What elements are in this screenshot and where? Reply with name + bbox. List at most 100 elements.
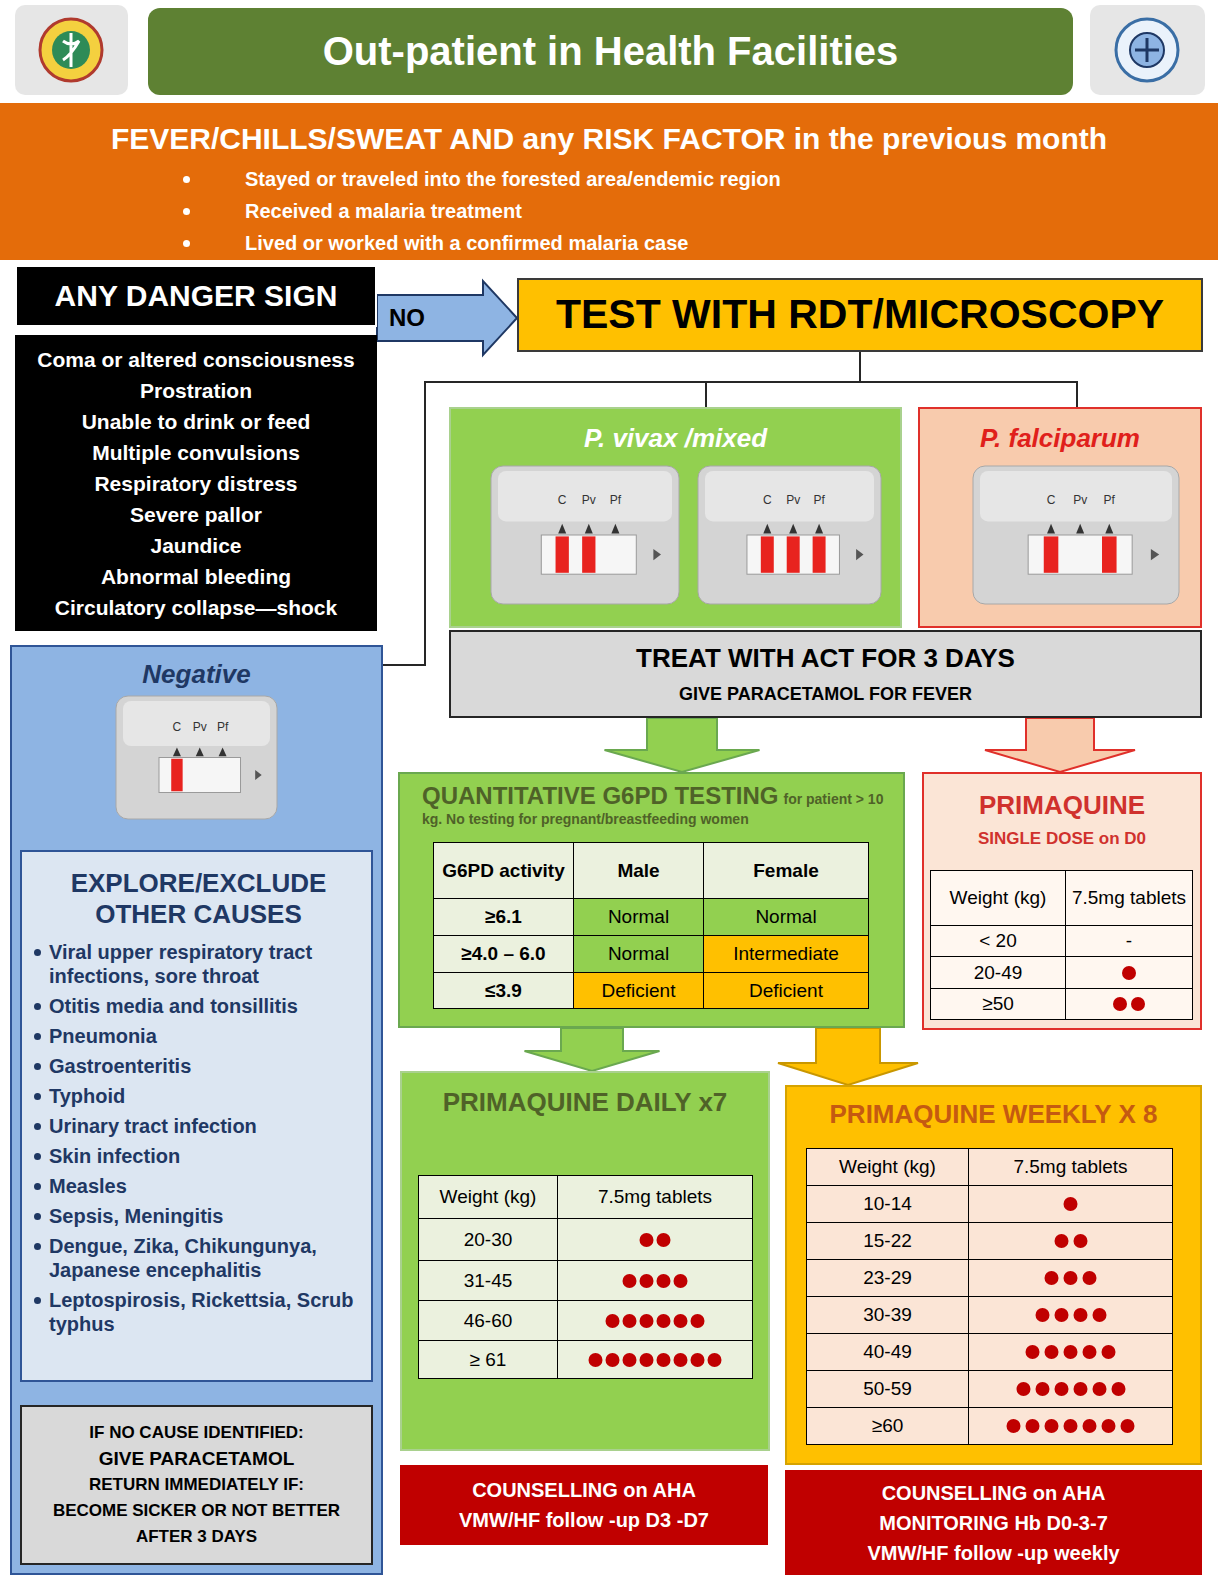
- tablet-dots: [1023, 1344, 1118, 1360]
- node-text: VMW/HF follow -up weekly: [785, 1538, 1202, 1568]
- text-row: COUNSELLING on AHA: [400, 1475, 768, 1505]
- table-cell-text: 40-49: [811, 1341, 964, 1363]
- table-cell: ≥6.1: [433, 898, 574, 936]
- text-row: VMW/HF follow -up weekly: [785, 1538, 1202, 1568]
- node-text: Gastroenteritis: [49, 1054, 363, 1078]
- text-row: Urinary tract infection: [34, 1114, 363, 1138]
- rdt-label: C: [547, 493, 577, 507]
- text-row: Measles: [34, 1174, 363, 1198]
- node-text: TREAT WITH ACT FOR 3 DAYS: [451, 643, 1200, 674]
- band-marker: [585, 524, 593, 534]
- text-row: IF NO CAUSE IDENTIFIED:: [22, 1420, 371, 1446]
- rdt-cassette: CPvPf: [115, 695, 278, 820]
- tablet-dot: [1054, 1308, 1068, 1322]
- table-cell: ≤3.9: [433, 972, 574, 1009]
- advice-box: IF NO CAUSE IDENTIFIED:GIVE PARACETAMOLR…: [20, 1405, 373, 1565]
- node-text: Jaundice: [15, 530, 377, 561]
- cnm-logo: [1130, 33, 1164, 67]
- tablet-dot: [1054, 1234, 1068, 1248]
- node-text: Received a malaria treatment: [245, 195, 1218, 227]
- table-cell: [557, 1260, 753, 1301]
- block-arrow: [525, 1028, 660, 1071]
- table-cell: 20-30: [418, 1218, 558, 1261]
- table-cell-text: 23-29: [811, 1267, 964, 1289]
- band-marker: [815, 524, 823, 534]
- dose-table: Weight (kg)7.5mg tablets20-3031-4546-60≥…: [418, 1175, 753, 1379]
- tablet-dot: [1064, 1419, 1078, 1433]
- text-row: ANY DANGER SIGN: [17, 278, 375, 314]
- tablet-dot: [1054, 1382, 1068, 1396]
- node-text: TEST WITH RDT/MICROSCOPY: [519, 290, 1201, 339]
- tablet-dot: [1064, 1271, 1078, 1285]
- text-row: Leptospirosis, Rickettsia, Scrub typhus: [34, 1288, 363, 1336]
- table-cell: 23-29: [806, 1259, 969, 1297]
- node-text: VMW/HF follow -up D3 -D7: [400, 1505, 768, 1535]
- logo-frame: [1090, 5, 1205, 95]
- table-cell: 7.5mg tablets: [557, 1175, 753, 1219]
- node-text: Abnormal bleeding: [15, 561, 377, 592]
- other-causes-box: EXPLORE/EXCLUDE OTHER CAUSESViral upper …: [20, 850, 373, 1382]
- tablet-dot: [1035, 1382, 1049, 1396]
- node-text: COUNSELLING on AHA: [785, 1478, 1202, 1508]
- node-text: Skin infection: [49, 1144, 363, 1168]
- tablet-dot: [640, 1274, 654, 1288]
- block-arrow: [985, 718, 1135, 772]
- text-row: GIVE PARACETAMOL FOR FEVER: [451, 684, 1200, 706]
- text-row: EXPLORE/EXCLUDE OTHER CAUSES: [34, 868, 363, 930]
- tablet-dot: [1111, 1382, 1125, 1396]
- rdt-drawing: [490, 465, 680, 605]
- table-cell-text: ≥6.1: [438, 906, 569, 928]
- node-text: PRIMAQUINE DAILY x7: [402, 1087, 768, 1118]
- band-marker: [611, 524, 619, 534]
- tablet-dot: [1035, 1308, 1049, 1322]
- table-cell: 7.5mg tablets: [968, 1148, 1173, 1186]
- tablet-dot: [623, 1274, 637, 1288]
- table-cell-text: 15-22: [811, 1230, 964, 1252]
- node-text: Urinary tract infection: [49, 1114, 363, 1138]
- table-cell: 20-49: [930, 956, 1066, 989]
- dose-box: PRIMAQUINE WEEKLY X 8Weight (kg)7.5mg ta…: [785, 1085, 1202, 1465]
- table-cell: ≥4.0 – 6.0: [433, 935, 574, 973]
- tablet-dot: [1026, 1419, 1040, 1433]
- rdt-label: Pv: [778, 493, 808, 507]
- text-row: Otitis media and tonsillitis: [34, 994, 363, 1018]
- node-text: Typhoid: [49, 1084, 363, 1108]
- node-text: RETURN IMMEDIATELY IF:: [30, 1472, 363, 1498]
- text-row: MONITORING Hb D0-3-7: [785, 1508, 1202, 1538]
- result-panel: P. falciparumCPvPf: [918, 407, 1202, 628]
- tablet-dot: [1102, 1345, 1116, 1359]
- text-row: FEVER/CHILLS/SWEAT AND any RISK FACTOR i…: [0, 121, 1218, 157]
- cassette-window: [159, 758, 241, 793]
- text-row: Lived or worked with a confirmed malaria…: [0, 227, 1218, 259]
- table-cell-text: Normal: [578, 943, 699, 965]
- table-cell-text: Normal: [708, 906, 864, 928]
- table-cell: 50-59: [806, 1370, 969, 1408]
- node-text: MONITORING Hb D0-3-7: [785, 1508, 1202, 1538]
- sample-arrow: [1151, 549, 1159, 560]
- table-cell-text: Deficient: [578, 980, 699, 1002]
- tablet-dot: [1113, 997, 1127, 1011]
- tablet-dot: [1073, 1308, 1087, 1322]
- table-cell: [968, 1259, 1173, 1297]
- node-text: Negative: [12, 659, 381, 690]
- text-row: PRIMAQUINE: [924, 790, 1200, 821]
- node-text: Lived or worked with a confirmed malaria…: [245, 227, 1218, 259]
- counselling-box: COUNSELLING on AHAMONITORING Hb D0-3-7VM…: [785, 1470, 1202, 1575]
- tablet-dot: [623, 1314, 637, 1328]
- node-text: FEVER/CHILLS/SWEAT AND any RISK FACTOR i…: [0, 121, 1218, 157]
- table-cell: -: [1065, 925, 1193, 957]
- block-arrow: [605, 718, 760, 772]
- test-band: [1044, 536, 1059, 572]
- text-row: GIVE PARACETAMOL: [22, 1446, 371, 1472]
- ministry-logo: [40, 19, 102, 81]
- tablet-dot: [1102, 1419, 1116, 1433]
- table-cell: Deficient: [573, 972, 704, 1009]
- text-row: Circulatory collapse—shock: [15, 592, 377, 623]
- rdt-label: C: [752, 493, 782, 507]
- bullet-dot: [34, 1153, 41, 1160]
- node-text: Dengue, Zika, Chikungunya, Japanese ence…: [49, 1234, 363, 1282]
- sample-arrow: [255, 770, 262, 780]
- rdt-label: Pv: [1065, 493, 1095, 507]
- table-cell: Weight (kg): [418, 1175, 558, 1219]
- table-cell-text: Deficient: [708, 980, 864, 1002]
